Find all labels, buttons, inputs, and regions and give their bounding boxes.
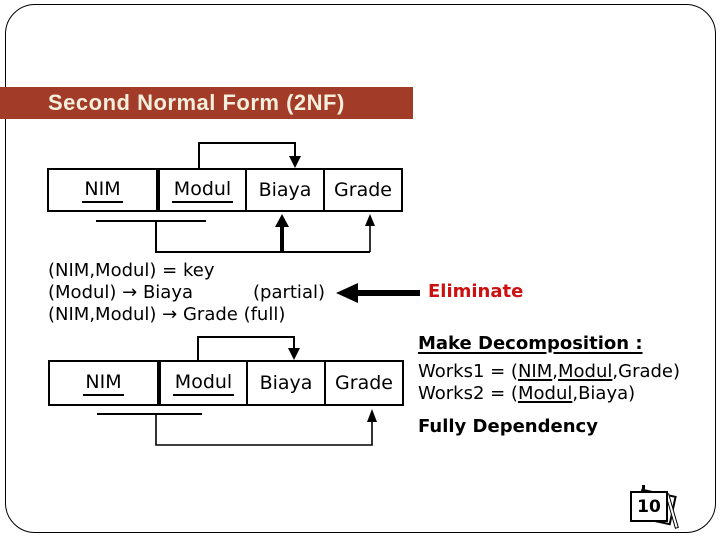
title-bar: Second Normal Form (2NF)	[0, 87, 413, 119]
relation-table-unnormalized: NIM Modul Biaya Grade	[47, 168, 403, 212]
dependency-line-partial: (Modul) → Biaya(partial)	[48, 282, 325, 303]
table2-cell-nim: NIM	[48, 360, 159, 406]
attribute-modul: Modul	[171, 178, 234, 203]
eliminate-label: Eliminate	[428, 281, 524, 302]
decomposition-panel: Make Decomposition : Works1 = (NIM,Modul…	[418, 333, 680, 438]
decomposition-heading: Make Decomposition :	[418, 333, 643, 354]
works2-line: Works2 = (Modul,Biaya)	[418, 383, 636, 404]
page-number: 10	[637, 496, 661, 517]
slide-border-frame	[5, 4, 716, 533]
attribute-biaya: Biaya	[258, 179, 312, 201]
table1-cell-nim: NIM	[47, 168, 158, 212]
attribute-nim: NIM	[82, 178, 123, 203]
table1-cell-modul: Modul	[160, 170, 245, 210]
table1-cell-biaya: Biaya	[245, 170, 323, 210]
fully-dependency-label: Fully Dependency	[418, 416, 598, 437]
attribute-nim: NIM	[83, 371, 124, 396]
page-number-badge: 10	[608, 482, 688, 534]
table1-cell-group: Modul Biaya Grade	[158, 168, 403, 212]
badge-front-sheet: 10	[630, 491, 668, 522]
works-list: Works1 = (NIM,Modul,Grade) Works2 = (Mod…	[418, 361, 680, 405]
dependency-notes: (NIM,Modul) = key (Modul) → Biaya(partia…	[48, 260, 325, 326]
dependency-line-key: (NIM,Modul) = key	[48, 260, 215, 281]
dependency-line-full: (NIM,Modul) → Grade (full)	[48, 304, 286, 325]
table2-cell-group: Modul Biaya Grade	[159, 360, 404, 406]
table2-cell-biaya: Biaya	[246, 362, 324, 404]
attribute-grade: Grade	[335, 372, 393, 394]
table2-cell-grade: Grade	[324, 362, 402, 404]
attribute-grade: Grade	[334, 179, 392, 201]
attribute-biaya: Biaya	[259, 372, 313, 394]
works1-line: Works1 = (NIM,Modul,Grade)	[418, 361, 681, 382]
table1-cell-grade: Grade	[323, 170, 401, 210]
relation-table-decomposed: NIM Modul Biaya Grade	[48, 360, 404, 406]
table2-cell-modul: Modul	[161, 362, 246, 404]
slide-title: Second Normal Form (2NF)	[48, 90, 345, 115]
attribute-modul: Modul	[172, 371, 235, 396]
